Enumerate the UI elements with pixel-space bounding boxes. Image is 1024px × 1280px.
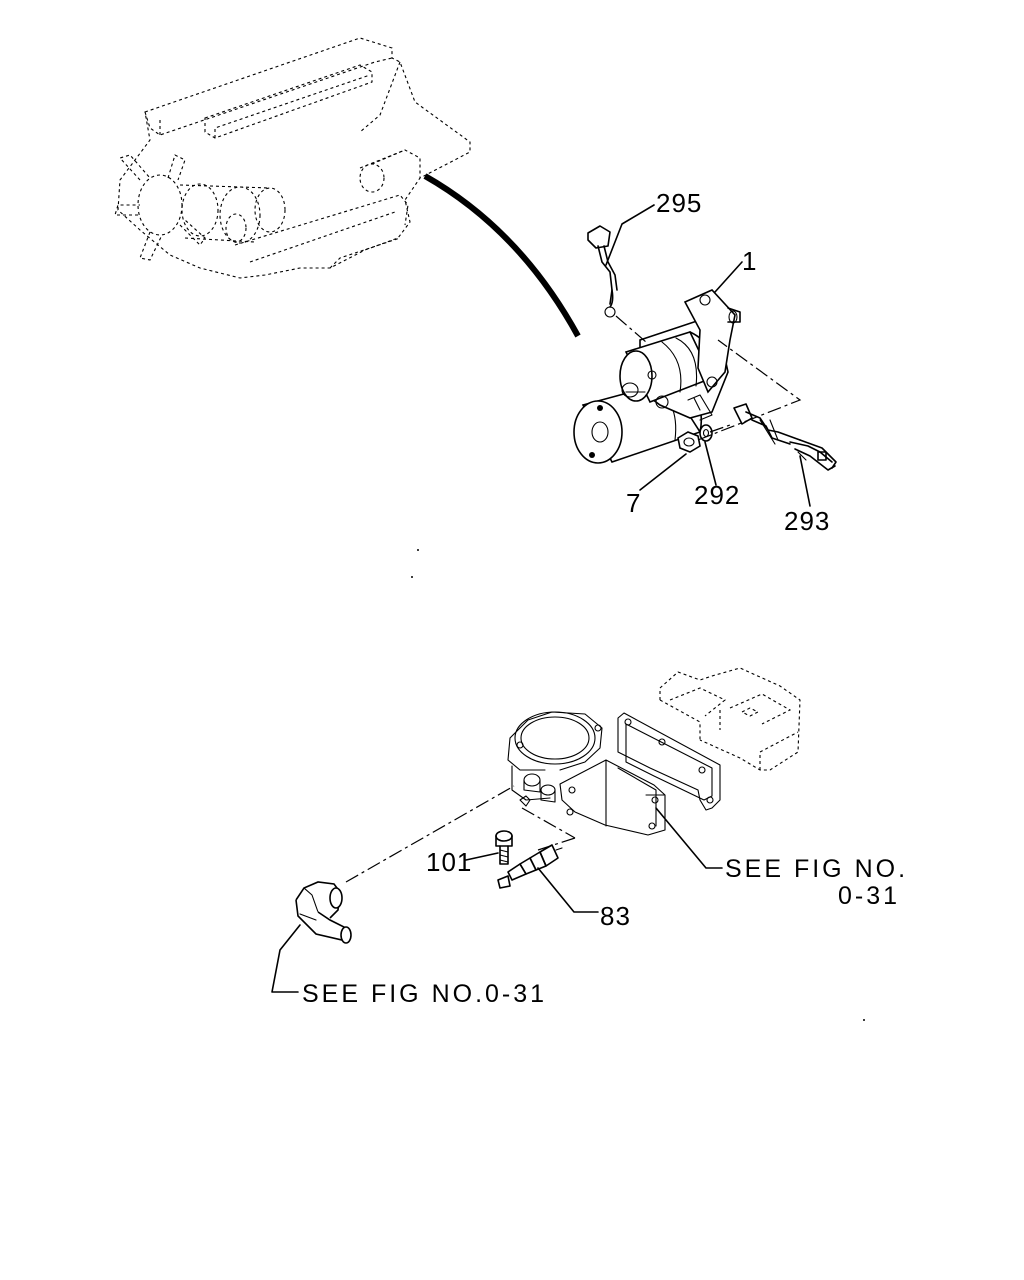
water-pipe bbox=[295, 881, 352, 944]
nut-7 bbox=[677, 431, 701, 453]
starter-motor bbox=[573, 289, 741, 464]
fan-icon bbox=[114, 154, 206, 261]
see-fig-note-right-line2: 0-31 bbox=[838, 882, 900, 910]
callout-1: 1 bbox=[742, 246, 757, 276]
callout-293: 293 bbox=[784, 506, 830, 536]
lead-wire-295 bbox=[587, 225, 647, 343]
callout-295: 295 bbox=[656, 188, 702, 218]
sensor-83 bbox=[497, 844, 563, 889]
callout-292: 292 bbox=[694, 480, 740, 510]
callout-101: 101 bbox=[426, 847, 472, 877]
cylinder-head-section bbox=[659, 667, 801, 771]
thermostat-cover bbox=[559, 759, 666, 836]
bolt-101 bbox=[495, 830, 513, 865]
battery-cable-293 bbox=[733, 403, 837, 471]
gasket bbox=[617, 712, 721, 811]
see-fig-note-right-line1: SEE FIG NO. bbox=[725, 855, 908, 883]
see-fig-note-bottom: SEE FIG NO.0-31 bbox=[302, 980, 547, 1008]
engine-overview bbox=[114, 37, 581, 338]
washer-292 bbox=[699, 424, 713, 442]
water-outlet-housing bbox=[507, 711, 603, 807]
callout-83: 83 bbox=[600, 901, 631, 931]
callout-7: 7 bbox=[626, 488, 641, 518]
